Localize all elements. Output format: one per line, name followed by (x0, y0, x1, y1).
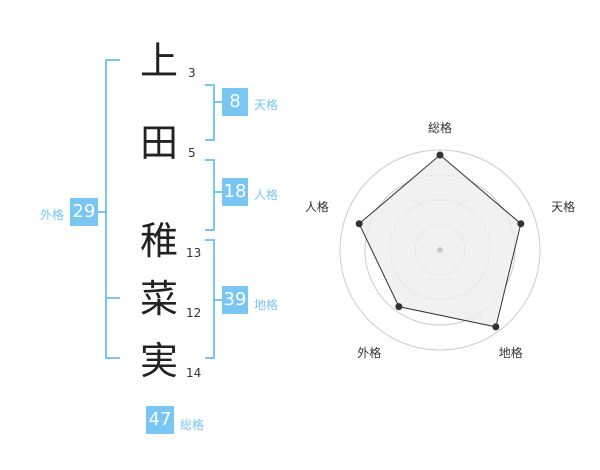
soukaku-value: 47 (146, 406, 174, 434)
tenkaku-label: 天格 (254, 98, 279, 112)
radar-point-3 (492, 323, 500, 331)
radar-axis-label-3: 地格 (499, 345, 523, 360)
stroke-count-5: 14 (186, 366, 202, 380)
name-char-5: 実 (140, 339, 179, 383)
radar-polygon (358, 154, 522, 328)
tenkaku-value: 8 (222, 88, 248, 116)
radar-center-dot (437, 247, 443, 253)
chikaku-value: 39 (222, 286, 248, 314)
soukaku-label: 総格 (180, 418, 205, 432)
radar-point-5 (355, 220, 363, 228)
name-char-1: 上 (140, 39, 179, 83)
gaikaku-label: 外格 (40, 208, 65, 222)
jinkaku-label: 人格 (254, 188, 279, 202)
jinkaku-value: 18 (222, 178, 248, 206)
radar-point-4 (395, 303, 403, 311)
radar-ring-4 (339, 149, 541, 351)
gaikaku-value: 29 (70, 198, 98, 226)
gaikaku-bracket (105, 59, 120, 359)
stroke-count-3: 13 (186, 246, 202, 260)
radar-point-1 (436, 151, 444, 159)
name-char-3: 稚 (140, 219, 179, 263)
stroke-count-2: 5 (188, 146, 196, 160)
tenkaku-bracket (205, 84, 215, 141)
chikaku-label: 地格 (254, 298, 279, 312)
jinkaku-bracket (205, 159, 215, 231)
stroke-count-1: 3 (188, 66, 196, 80)
radar-point-2 (517, 220, 525, 228)
name-char-2: 田 (140, 121, 179, 165)
stroke-count-4: 12 (186, 306, 202, 320)
radar-axis-label-2: 天格 (551, 199, 575, 214)
name-char-4: 菜 (140, 277, 179, 321)
radar-axis-label-1: 総格 (428, 120, 452, 135)
chikaku-bracket (205, 239, 215, 359)
radar-axis-label-5: 人格 (305, 199, 329, 214)
radar-axis-label-4: 外格 (357, 345, 381, 360)
